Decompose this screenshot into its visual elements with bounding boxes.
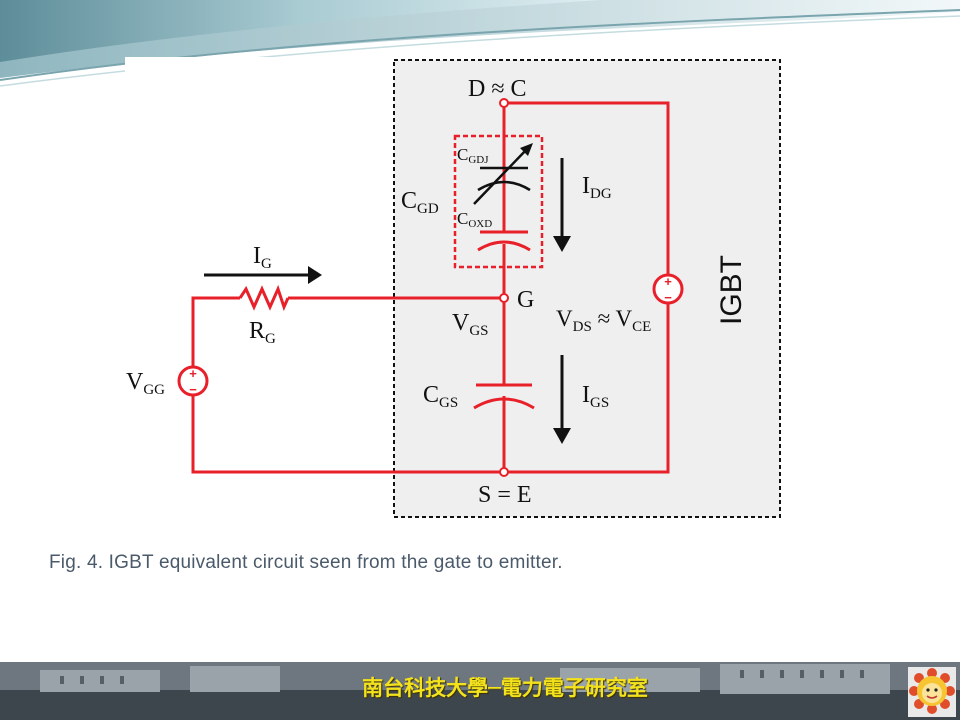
cgdj-label: CGDJ	[457, 145, 489, 166]
rg-label: RG	[249, 318, 276, 347]
current-arrows	[204, 158, 571, 444]
ig-arrow-head	[308, 266, 322, 284]
drain-node	[499, 98, 509, 108]
footer-banner: 南台科技大學─電力電子研究室	[0, 662, 960, 720]
footer-lab-title: 南台科技大學─電力電子研究室	[362, 676, 648, 700]
vds-voltage-source: + −	[652, 273, 684, 305]
figure-caption: Fig. 4. IGBT equivalent circuit seen fro…	[49, 552, 563, 573]
vds-approx: ≈ V	[592, 306, 633, 331]
vds-plus-sign: +	[664, 274, 672, 289]
cgd-label: CGD	[401, 188, 439, 217]
cgd-main: C	[401, 188, 417, 214]
vgs-label: VGS	[452, 310, 489, 339]
vgs-main: V	[452, 310, 470, 336]
coxd-capacitor	[477, 230, 531, 252]
idg-label: IDG	[582, 173, 612, 202]
rg-sub: G	[265, 331, 276, 347]
cgdj-main: C	[457, 145, 468, 164]
cgdj-variable-capacitor	[473, 147, 531, 205]
vce-sub: CE	[632, 319, 651, 335]
idg-arrow-head	[553, 236, 571, 252]
circuit-wires	[191, 101, 670, 474]
ig-label: IG	[253, 243, 272, 272]
cgs-label: CGS	[423, 382, 458, 411]
sun-mascot-logo	[908, 667, 956, 717]
igs-main: I	[582, 382, 590, 408]
source-node	[499, 467, 509, 477]
cgdj-arrow-head	[520, 143, 533, 156]
cgdj-sub: GDJ	[468, 154, 489, 166]
igs-arrow-head	[553, 428, 571, 444]
gate-node-label: G	[517, 287, 534, 313]
ig-main: I	[253, 243, 261, 269]
cgs-main: C	[423, 382, 439, 408]
idg-sub: DG	[590, 186, 612, 202]
coxd-main: C	[457, 209, 468, 228]
drain-collector-label: D ≈ C	[468, 76, 527, 102]
circuit-nodes	[499, 98, 509, 477]
igbt-equivalent-circuit: + − + − D ≈ C S = E G VGS VDS ≈ VCE CGD	[126, 59, 781, 518]
cgd-group-box	[453, 134, 544, 269]
vds-minus-sign: −	[664, 290, 672, 305]
vds-main: V	[556, 306, 573, 331]
cgd-sub: GD	[417, 201, 439, 217]
cgs-sub: GS	[439, 395, 458, 411]
gate-node	[499, 293, 509, 303]
vds-sub: DS	[573, 319, 592, 335]
vgg-label: VGG	[126, 369, 165, 398]
igbt-label: IGBT	[715, 255, 748, 325]
vgs-sub: GS	[469, 323, 488, 339]
vds-vce-label: VDS ≈ VCE	[556, 306, 651, 335]
ig-sub: G	[261, 256, 272, 272]
coxd-sub: OXD	[468, 218, 492, 230]
idg-main: I	[582, 173, 590, 199]
vgg-sub: GG	[143, 382, 165, 398]
campus-buildings-image	[0, 662, 960, 720]
vgg-plus-sign: +	[189, 366, 197, 381]
vgg-voltage-source: + −	[177, 365, 209, 397]
vgg-main: V	[126, 369, 144, 395]
igs-sub: GS	[590, 395, 609, 411]
igs-label: IGS	[582, 382, 609, 411]
vgg-minus-sign: −	[189, 382, 197, 397]
circuit-diagram-panel: + − + − D ≈ C S = E G VGS VDS ≈ VCE CGD	[125, 57, 782, 520]
cgs-capacitor	[473, 383, 535, 410]
rg-main: R	[249, 318, 265, 344]
coxd-label: COXD	[457, 209, 492, 230]
source-emitter-label: S = E	[478, 482, 532, 508]
